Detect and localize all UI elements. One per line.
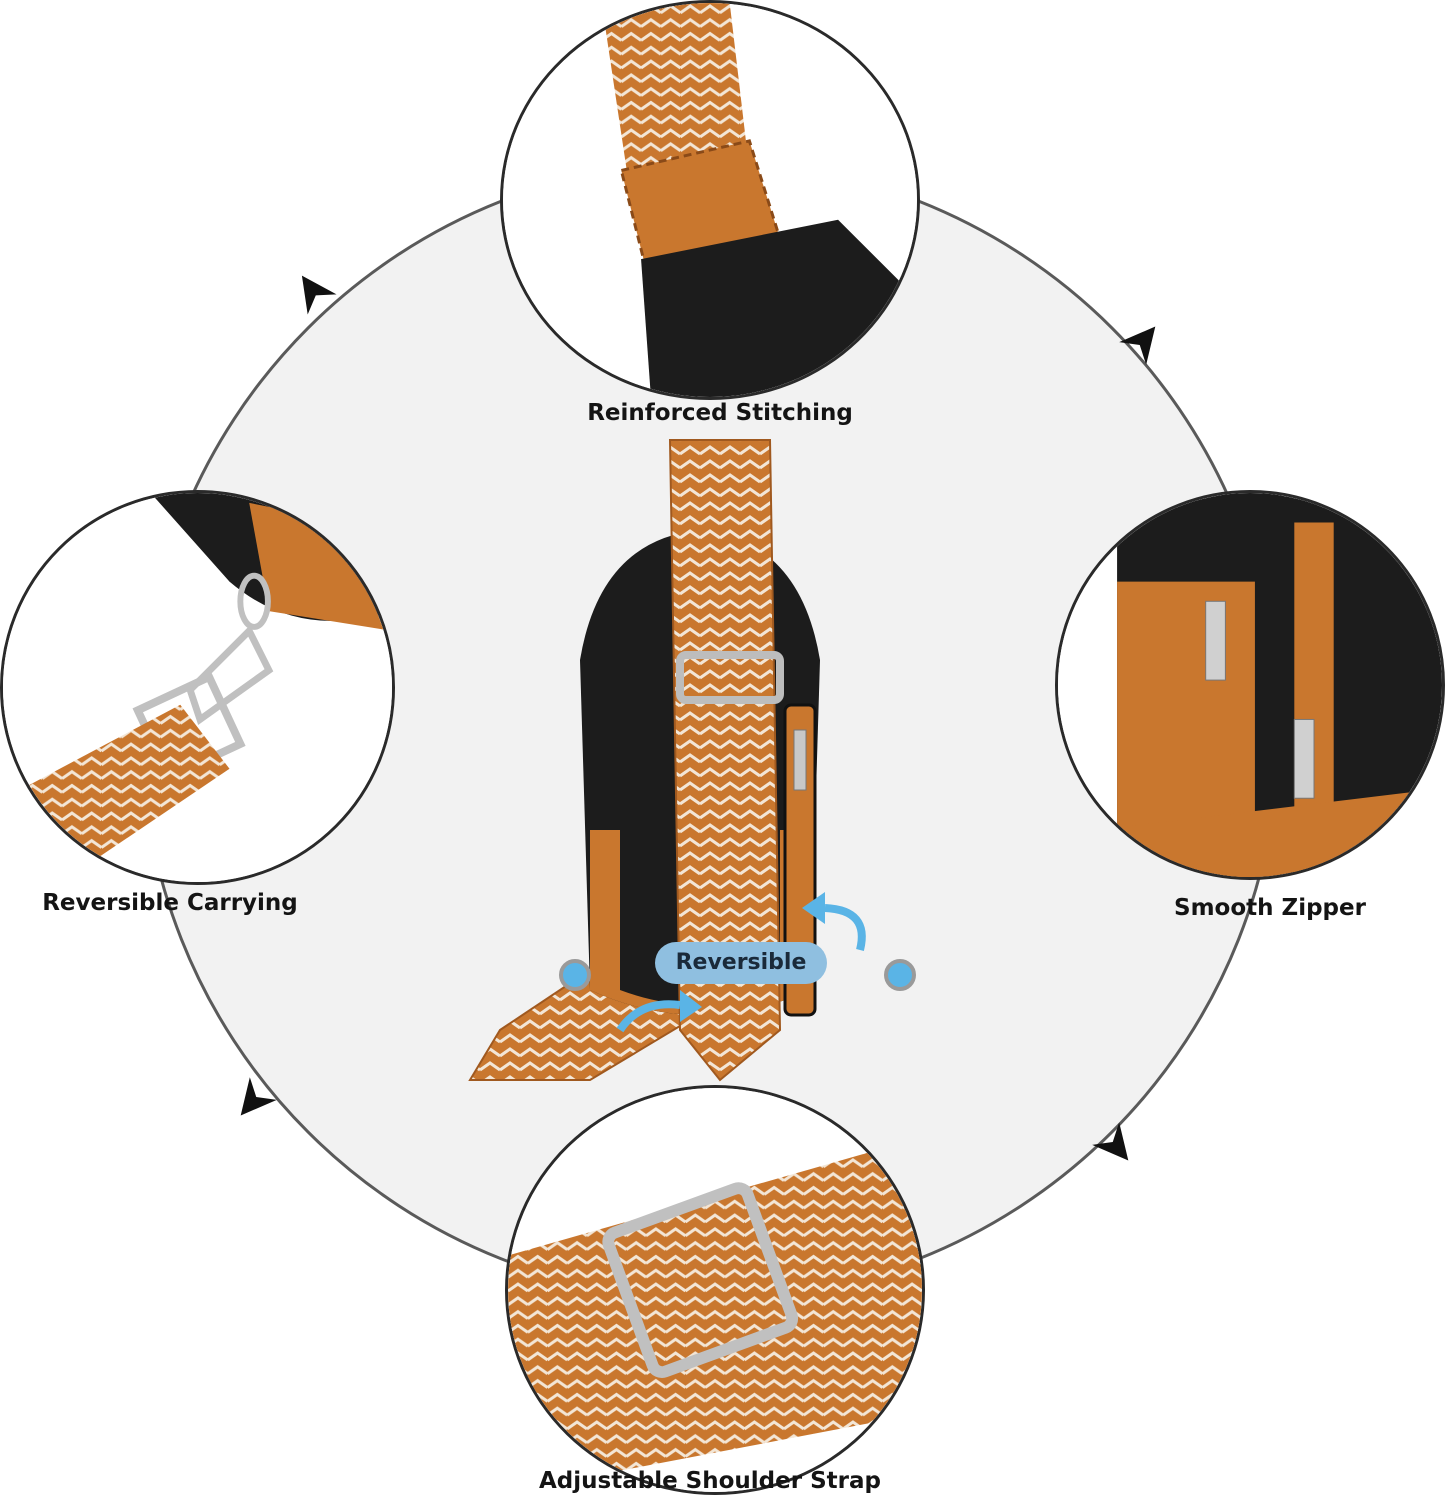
caption-smooth-zipper: Smooth Zipper xyxy=(1174,895,1366,921)
caption-reversible-carrying: Reversible Carrying xyxy=(42,890,298,916)
caption-reinforced-stitching: Reinforced Stitching xyxy=(587,400,853,426)
buckle-closeup-image xyxy=(508,1088,922,1492)
arrow-clockwise-icon xyxy=(1119,326,1156,365)
stitching-closeup-image xyxy=(503,3,917,397)
caption-adjustable-shoulder-strap: Adjustable Shoulder Strap xyxy=(539,1468,881,1494)
arrow-clockwise-icon xyxy=(301,275,337,315)
sling-bag-image xyxy=(468,439,916,1082)
detail-reversible-carrying xyxy=(0,490,395,885)
detail-adjustable-strap xyxy=(505,1085,925,1495)
detail-reinforced-stitching xyxy=(500,0,920,400)
clasp-closeup-image xyxy=(3,493,392,882)
arrow-clockwise-icon xyxy=(1092,1122,1129,1161)
arrow-clockwise-icon xyxy=(240,1077,277,1116)
detail-smooth-zipper xyxy=(1055,490,1445,880)
zipper-closeup-image xyxy=(1058,493,1442,877)
reversible-label: Reversible xyxy=(655,942,827,984)
